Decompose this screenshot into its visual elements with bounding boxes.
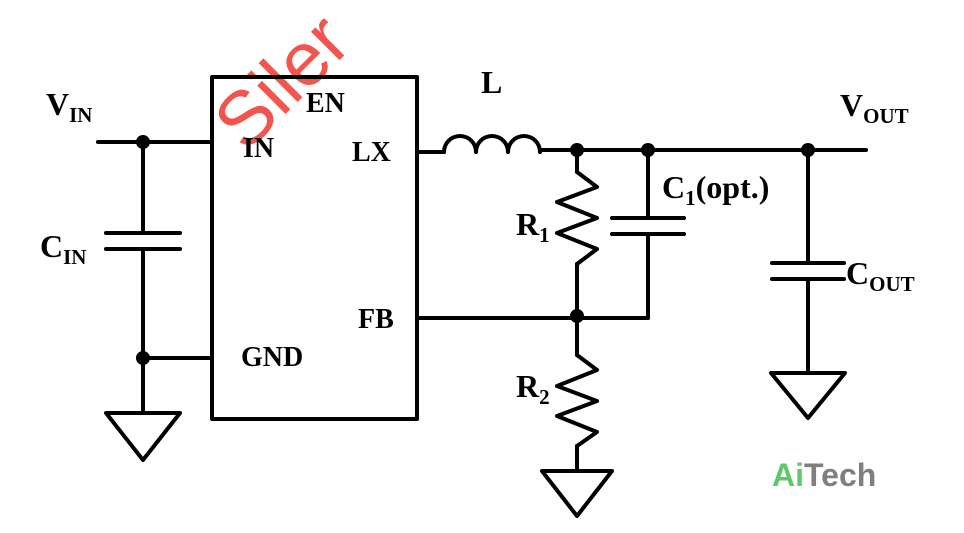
ground-symbol-r2: [540, 469, 614, 518]
pin-en-label: EN: [306, 88, 345, 119]
ground-symbol-cin: [104, 411, 182, 462]
pin-in-label: IN: [243, 133, 274, 164]
resistor-r1: [555, 170, 599, 266]
pin-gnd-label: GND: [241, 342, 303, 373]
ground-symbol-cout: [769, 371, 847, 420]
vin-label: VIN: [46, 86, 92, 127]
c1-label: C1(opt.): [662, 169, 769, 210]
aitech-logo-tech: Tech: [804, 457, 876, 493]
vout-label: VOUT: [840, 87, 909, 128]
aitech-logo: AiTech: [772, 457, 876, 493]
inductor-coil: [442, 134, 542, 154]
pin-fb-label: FB: [358, 304, 394, 335]
pin-lx-label: LX: [352, 137, 391, 168]
ic-block: [210, 75, 419, 421]
fb-junction: [570, 309, 584, 323]
watermark: Siler: [198, 0, 366, 165]
cout-label: COUT: [846, 255, 915, 296]
resistor-r2: [555, 353, 599, 448]
watermark-text: Siler: [198, 0, 366, 165]
inductor-label: L: [481, 64, 502, 100]
r2-label: R2: [516, 368, 550, 409]
r1-label: R1: [516, 206, 550, 247]
aitech-logo-ai: Ai: [772, 457, 804, 493]
cin-label: CIN: [40, 228, 86, 269]
